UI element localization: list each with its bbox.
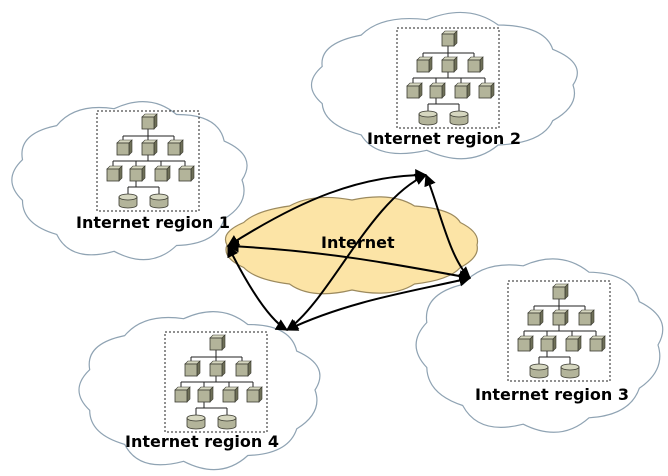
node-side bbox=[258, 386, 263, 403]
link-region1-region4 bbox=[227, 244, 289, 331]
database-top bbox=[149, 193, 169, 201]
link-region4-region3 bbox=[285, 274, 472, 331]
link-region2-region3 bbox=[424, 173, 471, 279]
server-node-icon bbox=[246, 389, 260, 403]
node-side bbox=[441, 82, 446, 99]
node-side bbox=[428, 56, 433, 73]
node-side bbox=[577, 335, 582, 352]
topology-box bbox=[96, 110, 200, 212]
internet-label: Internet bbox=[321, 233, 395, 252]
node-side bbox=[466, 82, 471, 99]
server-node-icon bbox=[141, 116, 155, 130]
node-side bbox=[141, 165, 146, 182]
server-node-icon bbox=[141, 142, 155, 156]
region-3-topology bbox=[507, 280, 611, 382]
database-top bbox=[449, 110, 469, 118]
node-side bbox=[196, 360, 201, 377]
server-node-icon bbox=[552, 286, 566, 300]
topology-box bbox=[164, 331, 268, 433]
server-node-icon bbox=[565, 338, 579, 352]
region-3-label: Internet region 3 bbox=[475, 385, 629, 404]
server-node-icon bbox=[467, 59, 481, 73]
node-side bbox=[490, 82, 495, 99]
node-side bbox=[128, 139, 133, 156]
node-side bbox=[153, 113, 158, 130]
server-node-icon bbox=[197, 389, 211, 403]
server-node-icon bbox=[178, 168, 192, 182]
node-side bbox=[601, 335, 606, 352]
region-1-label: Internet region 1 bbox=[76, 213, 230, 232]
server-node-icon bbox=[167, 142, 181, 156]
node-side bbox=[186, 386, 191, 403]
database-top bbox=[560, 363, 580, 371]
topology-box bbox=[507, 280, 611, 382]
node-side bbox=[529, 335, 534, 352]
region-4-label: Internet region 4 bbox=[125, 432, 279, 451]
node-side bbox=[234, 386, 239, 403]
node-side bbox=[590, 309, 595, 326]
node-side bbox=[418, 82, 423, 99]
node-side bbox=[539, 309, 544, 326]
region-2-label: Internet region 2 bbox=[367, 129, 521, 148]
node-side bbox=[221, 334, 226, 351]
node-side bbox=[247, 360, 252, 377]
database-top bbox=[186, 414, 206, 422]
database-top bbox=[418, 110, 438, 118]
node-side bbox=[179, 139, 184, 156]
region-1-cloud bbox=[11, 100, 248, 261]
server-node-icon bbox=[184, 363, 198, 377]
region-3-cloud bbox=[415, 258, 664, 433]
node-side bbox=[153, 139, 158, 156]
server-node-icon bbox=[517, 338, 531, 352]
server-node-icon bbox=[209, 337, 223, 351]
topology-layer bbox=[96, 27, 611, 433]
database-top bbox=[529, 363, 549, 371]
node-side bbox=[166, 165, 171, 182]
server-node-icon bbox=[106, 168, 120, 182]
server-node-icon bbox=[589, 338, 603, 352]
server-node-icon bbox=[527, 312, 541, 326]
server-node-icon bbox=[129, 168, 143, 182]
database-top bbox=[217, 414, 237, 422]
node-side bbox=[453, 56, 458, 73]
link-layer bbox=[226, 169, 472, 331]
region-1-topology bbox=[96, 110, 200, 212]
region-4-topology bbox=[164, 331, 268, 433]
server-node-icon bbox=[235, 363, 249, 377]
topology-box bbox=[396, 27, 500, 129]
node-side bbox=[209, 386, 214, 403]
node-side bbox=[221, 360, 226, 377]
node-side bbox=[479, 56, 484, 73]
server-node-icon bbox=[416, 59, 430, 73]
server-node-icon bbox=[429, 85, 443, 99]
database-top bbox=[118, 193, 138, 201]
server-node-icon bbox=[209, 363, 223, 377]
node-side bbox=[564, 283, 569, 300]
server-node-icon bbox=[454, 85, 468, 99]
server-node-icon bbox=[441, 59, 455, 73]
node-side bbox=[118, 165, 123, 182]
node-side bbox=[564, 309, 569, 326]
server-node-icon bbox=[540, 338, 554, 352]
server-node-icon bbox=[222, 389, 236, 403]
node-side bbox=[190, 165, 195, 182]
server-node-icon bbox=[578, 312, 592, 326]
node-side bbox=[552, 335, 557, 352]
server-node-icon bbox=[116, 142, 130, 156]
server-node-icon bbox=[552, 312, 566, 326]
node-side bbox=[453, 30, 458, 47]
server-node-icon bbox=[174, 389, 188, 403]
server-node-icon bbox=[478, 85, 492, 99]
server-node-icon bbox=[441, 33, 455, 47]
server-node-icon bbox=[406, 85, 420, 99]
server-node-icon bbox=[154, 168, 168, 182]
region-2-topology bbox=[396, 27, 500, 129]
